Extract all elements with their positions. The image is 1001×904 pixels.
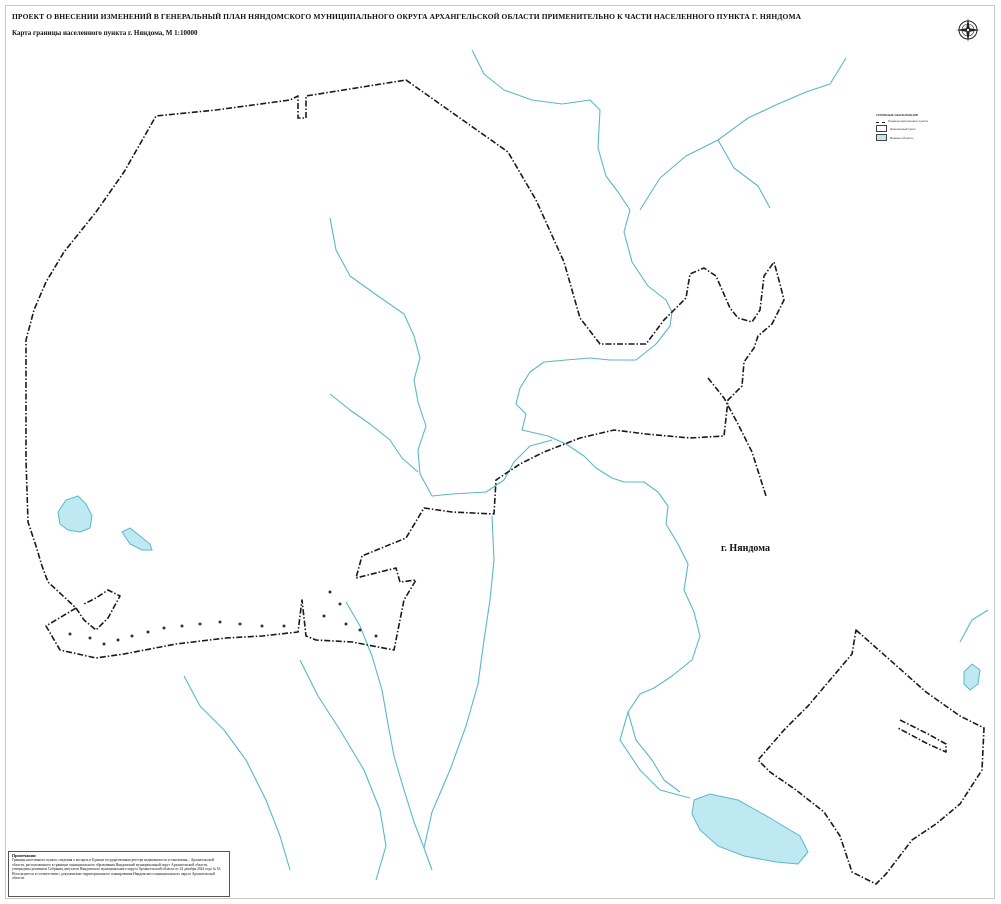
point-marker [116, 638, 120, 642]
river-ne-branch [639, 57, 847, 211]
legend-title: УСЛОВНЫЕ ОБОЗНАЧЕНИЯ [876, 113, 918, 117]
point-marker [338, 602, 342, 606]
river-north-east [471, 49, 701, 793]
lake-south [691, 793, 809, 865]
point-marker [102, 642, 106, 646]
river-east-small [959, 609, 989, 643]
river-ne-branch-2 [717, 139, 771, 209]
point-marker [88, 636, 92, 640]
notes-text: Границы населенного пункта, сведения о к… [12, 858, 222, 881]
point-marker [322, 614, 326, 618]
point-marker [358, 628, 362, 632]
point-marker [146, 630, 150, 634]
point-marker [344, 622, 348, 626]
lake-east [963, 663, 981, 691]
point-marker [198, 622, 202, 626]
water-bodies [57, 495, 981, 865]
legend-item-settlement: Населенный пункт [876, 125, 976, 132]
settlement-label: г. Няндома [721, 543, 770, 554]
legend-water-swatch [876, 134, 887, 141]
legend-item-label: Граница населенного пункта [888, 119, 928, 123]
lake-small [121, 527, 153, 551]
river-south-1 [345, 601, 433, 871]
compass-rose-icon [956, 18, 980, 42]
boundary-se-inlet [897, 719, 947, 753]
river-south-east [619, 711, 691, 799]
point-marker [130, 634, 134, 638]
point-marker [218, 620, 222, 624]
legend-item-label: Водные объекты [890, 135, 914, 140]
river-south-2 [423, 515, 495, 849]
rivers [183, 49, 989, 881]
legend-item-label: Населенный пункт [890, 126, 916, 131]
point-marker [68, 632, 72, 636]
legend-boundary-swatch [876, 121, 885, 123]
boundary-main [25, 79, 785, 659]
river-south-west [183, 675, 291, 871]
point-marker [180, 624, 184, 628]
boundary-west-extension [75, 589, 121, 631]
legend-item-boundary: Граница населенного пункта [876, 119, 976, 123]
legend-settlement-swatch [876, 125, 887, 132]
map-legend: УСЛОВНЫЕ ОБОЗНАЧЕНИЯ Граница населенного… [876, 113, 976, 141]
map-title: ПРОЕКТ О ВНЕСЕНИИ ИЗМЕНЕНИЙ В ГЕНЕРАЛЬНЫ… [12, 12, 802, 21]
map-subtitle: Карта границы населенного пункта г. Нянд… [12, 29, 198, 37]
river-south-3 [299, 659, 387, 881]
point-marker [162, 626, 166, 630]
river-center [329, 217, 553, 497]
settlement-boundaries [25, 79, 985, 885]
notes-box: Примечания: Границы населенного пункта, … [8, 851, 230, 897]
river-west-branch [329, 393, 419, 473]
map-frame [5, 5, 995, 899]
point-marker [260, 624, 264, 628]
lake-west [57, 495, 93, 533]
point-objects [68, 590, 378, 646]
legend-item-water: Водные объекты [876, 134, 976, 141]
point-marker [238, 622, 242, 626]
point-marker [328, 590, 332, 594]
boundary-railway [707, 377, 767, 497]
notes-heading: Примечания: [12, 853, 37, 858]
point-marker [374, 634, 378, 638]
point-marker [282, 624, 286, 628]
